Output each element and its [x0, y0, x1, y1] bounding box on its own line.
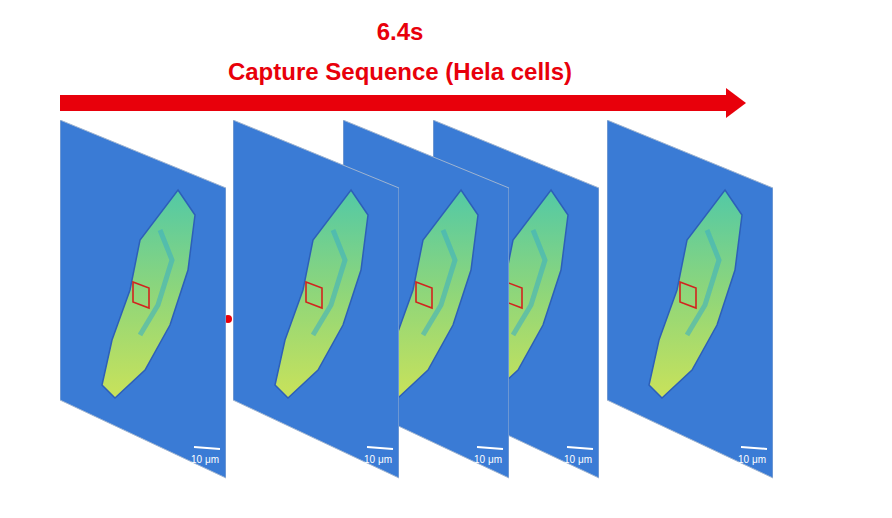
image-frame: 10 μm — [233, 120, 399, 480]
scale-bar-label: 10 μm — [564, 454, 592, 465]
scale-bar-label: 10 μm — [474, 454, 502, 465]
frame-outline — [607, 120, 773, 480]
image-frame: 10 μm — [60, 120, 226, 480]
sequence-title: Capture Sequence (Hela cells) — [0, 58, 800, 86]
duration-label: 6.4s — [0, 18, 800, 46]
scale-bar-label: 10 μm — [364, 454, 392, 465]
image-frame: 10 μm — [607, 120, 773, 480]
frame-outline — [60, 120, 226, 480]
scale-bar-label: 10 μm — [738, 454, 766, 465]
scale-bar-label: 10 μm — [191, 454, 219, 465]
frame-outline — [233, 120, 399, 480]
